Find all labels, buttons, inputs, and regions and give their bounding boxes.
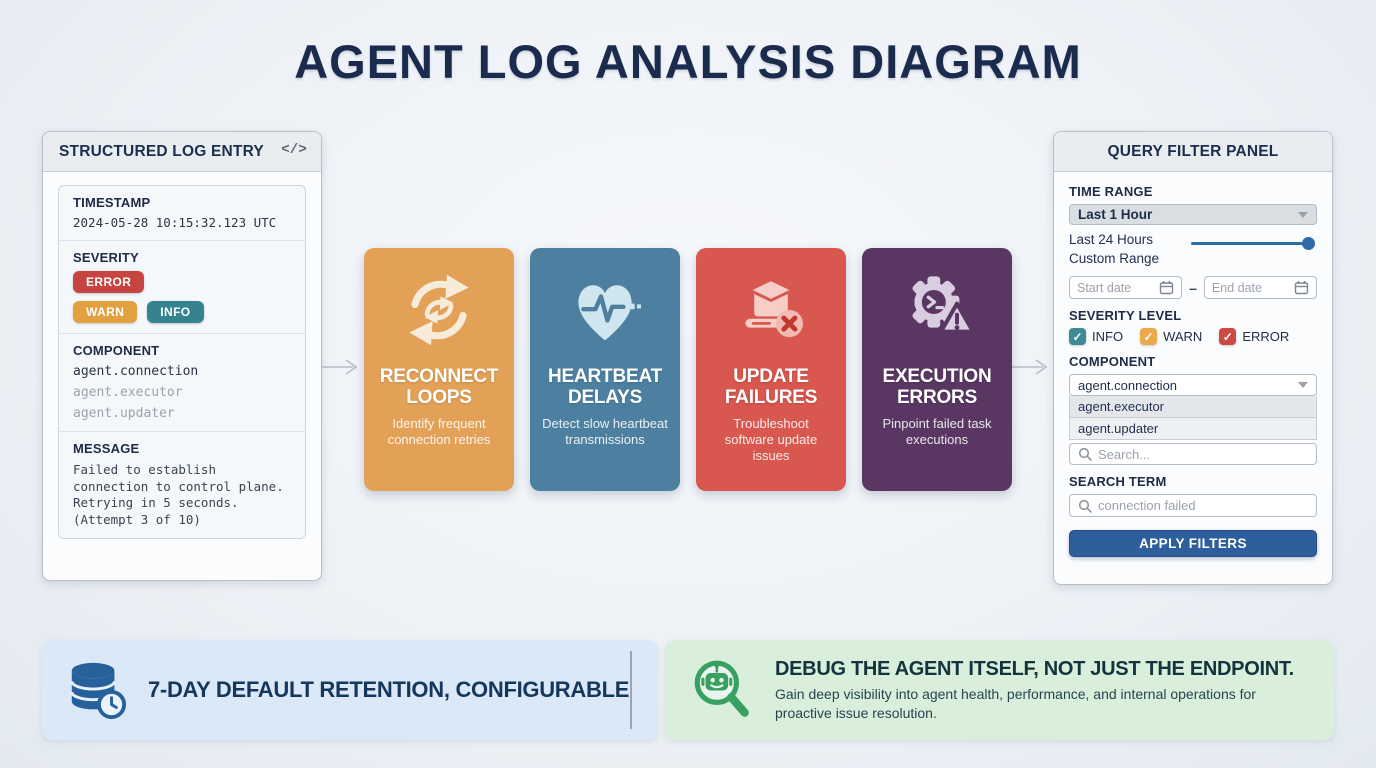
card-reconnect-loops: RECONNECT LOOPS Identify frequent connec… bbox=[364, 248, 514, 491]
code-icon: </> bbox=[281, 142, 307, 158]
card-heartbeat-delays: HEARTBEAT DELAYS Detect slow heartbeat t… bbox=[530, 248, 680, 491]
info-badge: INFO bbox=[147, 301, 204, 323]
component-search-input[interactable] bbox=[1098, 446, 1308, 462]
component-option-executor[interactable]: agent.executor bbox=[1069, 396, 1317, 418]
heartbeat-icon bbox=[578, 285, 641, 341]
calendar-icon bbox=[1159, 281, 1174, 295]
severity-section: SEVERITY ERROR WARN INFO bbox=[59, 240, 305, 333]
chevron-down-icon bbox=[1298, 382, 1308, 388]
component-section: COMPONENT agent.connection agent.executo… bbox=[59, 333, 305, 431]
card-title: EXECUTION ERRORS bbox=[882, 366, 992, 409]
checkbox-checked-icon[interactable] bbox=[1140, 328, 1158, 345]
card-title: RECONNECT LOOPS bbox=[379, 366, 499, 409]
search-term-label: SEARCH TERM bbox=[1069, 474, 1167, 489]
custom-date-range-row: – bbox=[1069, 276, 1318, 299]
component-option-updater[interactable]: agent.updater bbox=[1069, 418, 1317, 440]
retention-banner: 7-DAY DEFAULT RETENTION, CONFIGURABLE bbox=[42, 640, 658, 740]
component-value: agent.updater bbox=[73, 406, 175, 421]
debug-title: DEBUG THE AGENT ITSELF, NOT JUST THE END… bbox=[775, 658, 1294, 681]
structured-log-entry-panel: STRUCTURED LOG ENTRY </> TIMESTAMP 2024-… bbox=[42, 131, 322, 581]
search-term-input[interactable] bbox=[1098, 498, 1308, 513]
time-range-select[interactable]: Last 1 Hour bbox=[1069, 204, 1317, 225]
severity-checkbox-label: WARN bbox=[1163, 329, 1203, 344]
start-date-input[interactable] bbox=[1077, 280, 1147, 295]
gear-terminal-warning-icon bbox=[912, 276, 975, 334]
severity-label: SEVERITY bbox=[73, 250, 139, 265]
debug-subtitle: Gain deep visibility into agent health, … bbox=[775, 686, 1256, 721]
component-select[interactable]: agent.connection bbox=[1069, 374, 1317, 396]
time-range-option-custom[interactable]: Custom Range bbox=[1069, 250, 1160, 266]
slider-handle[interactable] bbox=[1302, 237, 1315, 250]
component-search-field[interactable] bbox=[1069, 443, 1317, 465]
flow-arrow-icon bbox=[321, 359, 358, 375]
severity-checkboxes: INFO WARN ERROR bbox=[1069, 328, 1317, 345]
severity-checkbox-error[interactable]: ERROR bbox=[1219, 328, 1289, 345]
apply-filters-button[interactable]: APPLY FILTERS bbox=[1069, 530, 1317, 557]
log-panel-title: STRUCTURED LOG ENTRY bbox=[59, 142, 264, 160]
time-range-selected-value: Last 1 Hour bbox=[1078, 207, 1153, 222]
component-value-active: agent.connection bbox=[73, 364, 199, 379]
timestamp-value: 2024-05-28 10:15:32.123 UTC bbox=[73, 215, 277, 230]
severity-checkbox-label: INFO bbox=[1092, 329, 1124, 344]
time-range-label: TIME RANGE bbox=[1069, 184, 1153, 199]
start-date-field[interactable] bbox=[1069, 276, 1183, 299]
end-date-input[interactable] bbox=[1211, 280, 1282, 295]
checkbox-checked-icon[interactable] bbox=[1069, 328, 1086, 345]
query-filter-panel: QUERY FILTER PANEL TIME RANGE Last 1 Hou… bbox=[1053, 131, 1333, 585]
card-subtitle: Detect slow heartbeat transmissions bbox=[542, 415, 668, 447]
card-subtitle: Pinpoint failed task executions bbox=[882, 415, 992, 447]
filter-panel-header: QUERY FILTER PANEL bbox=[1054, 132, 1332, 172]
component-label: COMPONENT bbox=[73, 343, 160, 358]
log-entry-card: TIMESTAMP 2024-05-28 10:15:32.123 UTC SE… bbox=[58, 185, 306, 539]
time-range-option-24h[interactable]: Last 24 Hours bbox=[1069, 232, 1154, 247]
page-title: AGENT LOG ANALYSIS DIAGRAM bbox=[294, 35, 1082, 88]
severity-level-label: SEVERITY LEVEL bbox=[1069, 308, 1182, 323]
time-range-slider[interactable] bbox=[1191, 237, 1315, 250]
component-value: agent.executor bbox=[73, 385, 183, 400]
message-section: MESSAGE Failed to establish connection t… bbox=[59, 431, 305, 538]
card-title: UPDATE FAILURES bbox=[724, 366, 818, 409]
card-update-failures: UPDATE FAILURES Troubleshoot software up… bbox=[696, 248, 846, 491]
chevron-down-icon bbox=[1298, 211, 1308, 218]
warn-badge: WARN bbox=[73, 301, 138, 323]
severity-checkbox-label: ERROR bbox=[1242, 329, 1290, 344]
log-panel-header: STRUCTURED LOG ENTRY </> bbox=[43, 132, 321, 172]
package-error-icon bbox=[745, 281, 803, 338]
search-icon bbox=[1078, 499, 1092, 513]
severity-checkbox-info[interactable]: INFO bbox=[1069, 328, 1123, 345]
footer-divider bbox=[630, 651, 632, 729]
filter-panel-title: QUERY FILTER PANEL bbox=[1107, 142, 1279, 160]
timestamp-label: TIMESTAMP bbox=[73, 195, 151, 210]
component-selected-value: agent.connection bbox=[1078, 377, 1178, 393]
time-range-options: Last 24 Hours Custom Range bbox=[1069, 231, 1317, 268]
date-range-separator: – bbox=[1189, 279, 1197, 296]
sync-arrows-icon bbox=[409, 274, 469, 346]
message-value: Failed to establish connection to contro… bbox=[73, 462, 284, 527]
slider-track bbox=[1191, 242, 1309, 245]
debug-banner: DEBUG THE AGENT ITSELF, NOT JUST THE END… bbox=[665, 640, 1334, 740]
card-title: HEARTBEAT DELAYS bbox=[548, 366, 662, 409]
search-term-field[interactable] bbox=[1069, 494, 1317, 517]
card-subtitle: Troubleshoot software update issues bbox=[724, 415, 818, 464]
error-badge: ERROR bbox=[73, 271, 145, 293]
robot-magnifier-icon bbox=[694, 660, 749, 717]
timestamp-section: TIMESTAMP 2024-05-28 10:15:32.123 UTC bbox=[59, 186, 305, 240]
flow-arrow-icon bbox=[1011, 359, 1048, 375]
calendar-icon bbox=[1294, 281, 1309, 295]
search-icon bbox=[1078, 447, 1092, 461]
component-filter-label: COMPONENT bbox=[1069, 354, 1156, 369]
retention-text: 7-DAY DEFAULT RETENTION, CONFIGURABLE bbox=[148, 677, 630, 702]
message-label: MESSAGE bbox=[73, 441, 140, 456]
severity-checkbox-warn[interactable]: WARN bbox=[1140, 328, 1202, 345]
database-clock-icon bbox=[70, 662, 127, 720]
category-cards: RECONNECT LOOPS Identify frequent connec… bbox=[364, 248, 1012, 491]
card-subtitle: Identify frequent connection retries bbox=[387, 415, 491, 447]
end-date-field[interactable] bbox=[1203, 276, 1318, 299]
checkbox-checked-icon[interactable] bbox=[1219, 328, 1237, 345]
card-execution-errors: EXECUTION ERRORS Pinpoint failed task ex… bbox=[862, 248, 1012, 491]
